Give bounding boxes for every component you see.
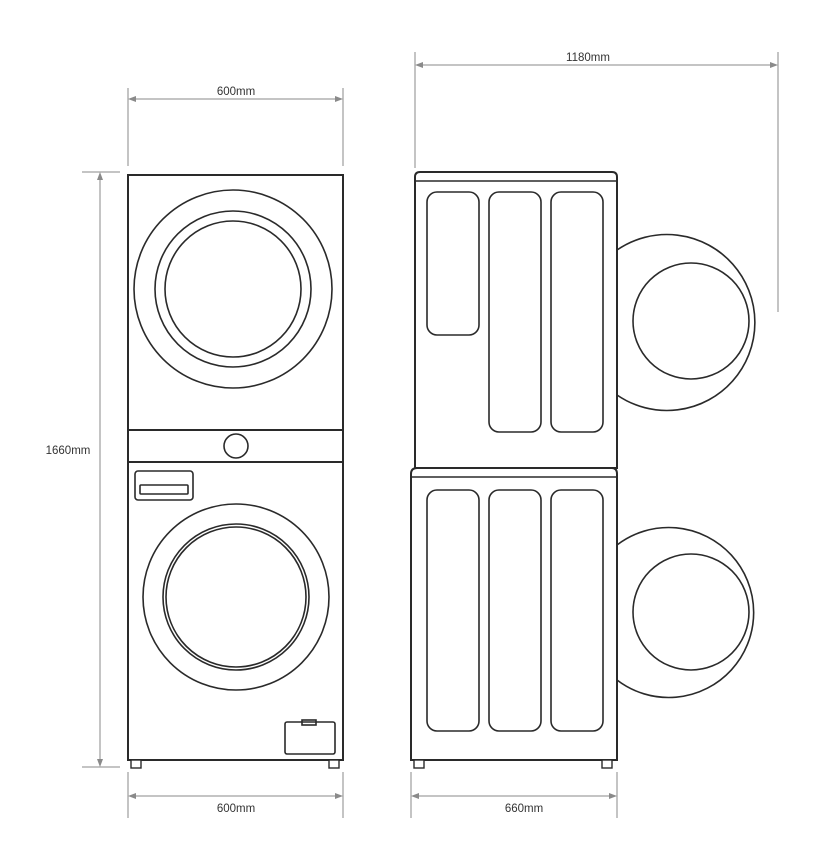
side-dryer-door-open: [616, 233, 756, 412]
side-washer-door-glass: [632, 553, 750, 671]
side-dryer-body: [414, 171, 618, 469]
side-washer-door-open: [616, 526, 755, 699]
washer-body: [127, 461, 344, 761]
dim-height: 1660mm: [46, 171, 120, 768]
filter-cover: [284, 721, 336, 755]
front-foot-left: [130, 759, 142, 769]
filter-cover-tab: [301, 719, 317, 726]
side-dryer-panel-1: [426, 191, 480, 336]
dim-front-width-top: 600mm: [127, 86, 344, 166]
dim-side-depth-body: 660mm: [410, 772, 618, 818]
dryer-body: [127, 174, 344, 431]
dim-label-side-depth-body: 660mm: [505, 803, 543, 815]
washer-door-glass: [165, 526, 307, 668]
side-washer-panel-2: [488, 489, 542, 732]
side-washer-panel-3: [550, 489, 604, 732]
dim-label-height: 1660mm: [46, 445, 91, 457]
front-dryer-unit: [127, 174, 344, 431]
dim-side-depth-total: 1180mm: [414, 52, 779, 312]
side-dryer-door-glass: [632, 262, 750, 380]
front-control-panel: [127, 429, 344, 463]
dim-front-width-bottom: 600mm: [127, 772, 344, 818]
washer-door-ring: [162, 523, 310, 671]
side-dryer-unit: [414, 171, 756, 469]
washer-door-outer: [142, 503, 330, 691]
side-foot-left: [413, 759, 425, 769]
detergent-drawer: [134, 470, 194, 501]
detergent-drawer-handle: [139, 484, 189, 495]
side-washer-unit: [410, 467, 755, 761]
side-dryer-panel-3: [550, 191, 604, 433]
side-dryer-panel-2: [488, 191, 542, 433]
side-foot-right: [601, 759, 613, 769]
control-knob: [223, 433, 249, 459]
dryer-door-glass: [164, 220, 302, 358]
front-washer-unit: [127, 461, 344, 761]
front-foot-right: [328, 759, 340, 769]
dryer-door-outer: [133, 189, 333, 389]
side-view: [410, 171, 756, 769]
side-washer-panel-1: [426, 489, 480, 732]
dim-label-front-width-bottom: 600mm: [217, 803, 255, 815]
front-view: [127, 174, 344, 769]
side-washer-body: [410, 467, 618, 761]
dim-label-side-depth-total: 1180mm: [566, 52, 610, 64]
dim-label-front-width-top: 600mm: [217, 86, 255, 98]
dimension-lines: 600mm 1660mm 600mm 1180mm: [46, 52, 779, 818]
dryer-door-ring: [154, 210, 312, 368]
